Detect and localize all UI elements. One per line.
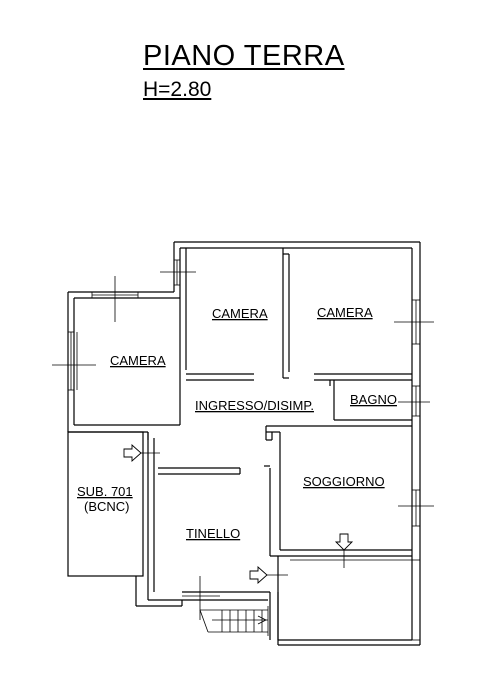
entrance-arrow-soggiorno (334, 533, 354, 551)
room-label-sub: SUB. 701 (77, 484, 133, 499)
plan-title: PIANO TERRA (143, 40, 345, 72)
entrance-arrow-left (123, 443, 142, 463)
room-label-sub-note: (BCNC) (84, 499, 130, 514)
axis-marks (52, 271, 434, 620)
interior-walls (147, 248, 412, 640)
room-label-camera-mid: CAMERA (212, 306, 268, 321)
outer-walls (67, 241, 421, 646)
room-label-soggiorno: SOGGIORNO (303, 474, 385, 489)
room-label-camera-right: CAMERA (317, 305, 373, 320)
room-label-camera-left: CAMERA (110, 353, 166, 368)
windows (68, 259, 420, 641)
ceiling-height: H=2.80 (143, 78, 212, 101)
stairs (199, 606, 269, 636)
room-label-tinello: TINELLO (186, 526, 240, 541)
room-label-bagno: BAGNO (350, 392, 397, 407)
room-label-ingresso: INGRESSO/DISIMP. (195, 398, 314, 413)
entrance-arrow-bottom (249, 565, 268, 585)
entrance-arrows (123, 443, 354, 585)
